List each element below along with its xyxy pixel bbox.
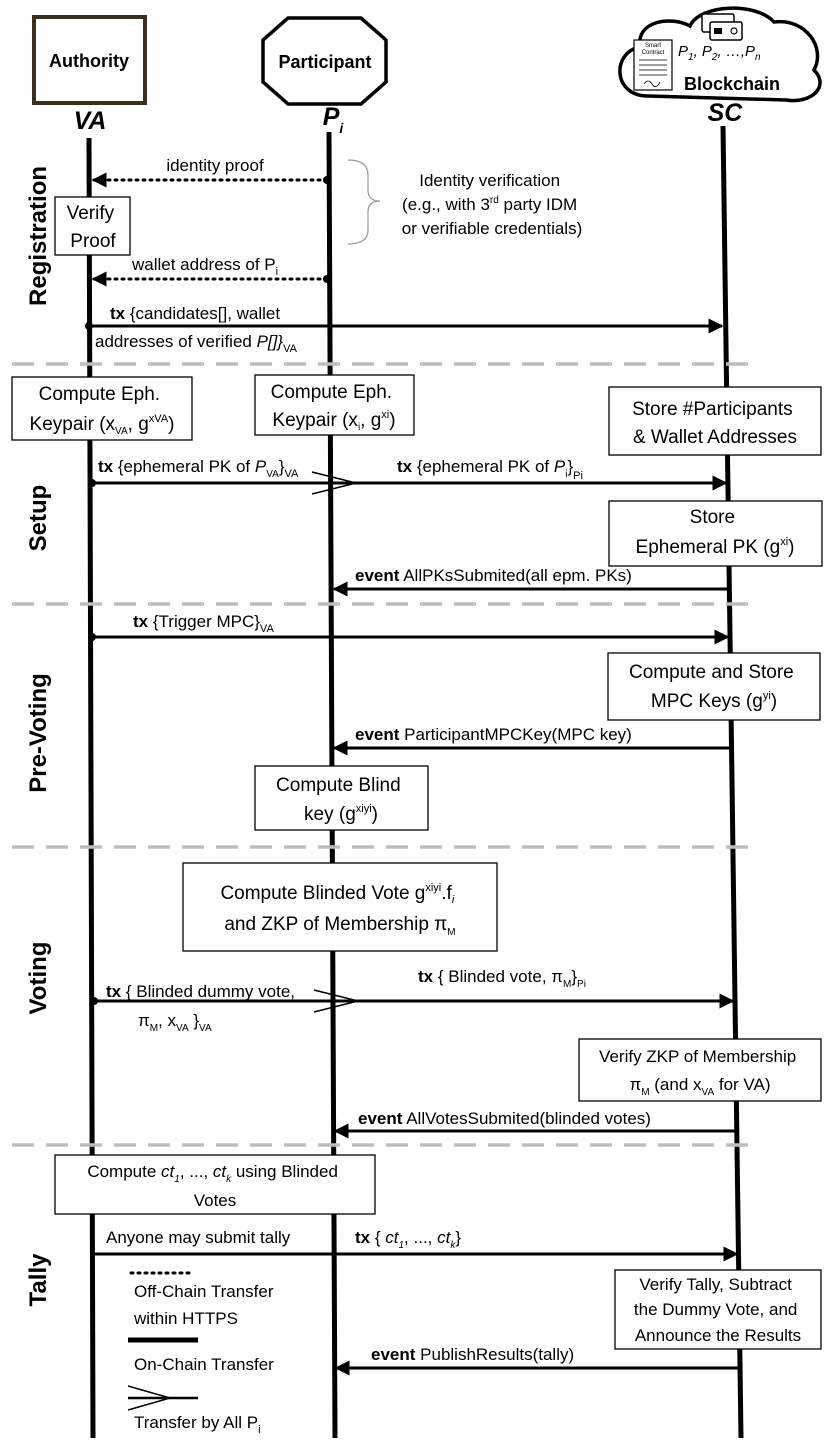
compute-ct-box <box>54 1154 376 1215</box>
va-keypair-text: Compute Eph. Keypair (xVA, gxVA) <box>30 384 175 437</box>
sc-symbol: SC <box>708 99 744 127</box>
phase-label-pre-voting: Pre-Voting <box>25 673 52 793</box>
verify-zkp-text: Verify ZKP of Membership πM (and xVA for… <box>599 1047 801 1098</box>
authority-actor: Authority VA <box>32 15 147 135</box>
publish-results-label: event PublishResults(tally) <box>371 1345 574 1364</box>
verify-proof-box <box>54 196 131 256</box>
authority-box <box>32 15 147 105</box>
tally-tx-label: tx { ct1, ..., ctk} <box>355 1228 461 1251</box>
phase-label-tally: Tally <box>25 1253 52 1307</box>
voting-phase: Compute Blinded Vote gxiyi.fi and ZKP of… <box>90 862 822 1139</box>
participant-keypair-text: Compute Eph. Keypair (xi, gxi) <box>271 382 398 433</box>
participant-keypair-box <box>254 374 415 436</box>
participant-actor: Participant Pi <box>261 16 388 136</box>
anyone-submit-label: Anyone may submit tally <box>106 1228 291 1247</box>
authority-label: Authority <box>49 51 129 71</box>
va-keypair-box <box>11 376 193 441</box>
pre-voting-phase: tx {Trigger MPC}VA Compute and Store MPC… <box>88 612 821 831</box>
transfer-by-all-marker <box>313 989 359 1013</box>
blinded-vote-text: Compute Blinded Vote gxiyi.fi and ZKP of… <box>220 882 459 938</box>
contract-icon: Smart Contract <box>633 39 673 91</box>
candidates-tx-line1: tx {candidates[], wallet <box>110 304 280 323</box>
participant-octagon <box>261 16 388 106</box>
mpc-keys-text: Compute and Store MPC Keys (gyi) <box>629 662 799 712</box>
blinded-vote-box <box>182 862 498 952</box>
dummy-vote-label: tx { Blinded dummy vote, πM, xVA }VA <box>106 982 300 1034</box>
candidates-tx-line2: addresses of verified P[]}VA <box>95 332 298 355</box>
mpc-key-event-label: event ParticipantMPCKey(MPC key) <box>355 725 632 744</box>
phase-label-voting: Voting <box>25 942 52 1015</box>
wallet-address-label: wallet address of Pi <box>131 255 278 278</box>
store-ephemeral-pk-box <box>608 500 823 567</box>
phase-label-setup: Setup <box>25 485 52 552</box>
verify-proof-text: Verify Proof <box>67 203 120 252</box>
va-ephemeral-pk-label: tx {ephemeral PK of PVA}VA <box>98 457 299 480</box>
compute-ct-text: Compute ct1, ..., ctk using Blinded Vote… <box>87 1162 342 1210</box>
wallet-icon <box>701 13 743 41</box>
phase-label-registration: Registration <box>25 166 52 306</box>
registration-phase: identity proof Identity verification (e.… <box>54 156 724 355</box>
verify-tally-text: Verify Tally, Subtract the Dummy Vote, a… <box>634 1275 802 1345</box>
svg-text:Smart: Smart <box>645 43 661 49</box>
legend-onchain-text: On-Chain Transfer <box>134 1355 274 1374</box>
blockchain-actor: Smart Contract P1, P2, …,Pn Blockchain S… <box>618 6 822 127</box>
va-lifeline <box>86 137 96 1439</box>
mpc-keys-box <box>607 652 821 721</box>
trigger-mpc-label: tx {Trigger MPC}VA <box>133 612 274 635</box>
blind-key-text: Compute Blind key (gxiyi) <box>276 775 406 825</box>
participant-symbol: Pi <box>323 103 345 136</box>
transfer-by-all-marker <box>311 471 357 495</box>
all-pks-event-label: event AllPKsSubmited(all epm. PKs) <box>355 566 632 585</box>
identity-verification-note: Identity verification (e.g., with 3rd pa… <box>402 171 582 238</box>
participants-list: P1, P2, …,Pn <box>678 43 761 63</box>
verification-brace <box>347 159 381 245</box>
tally-phase: Compute ct1, ..., ctk using Blinded Vote… <box>54 1154 822 1376</box>
identity-proof-label: identity proof <box>166 156 264 175</box>
legend-offchain-text: Off-Chain Transfer within HTTPS <box>133 1282 278 1328</box>
participant-vote-label: tx { Blinded vote, πM}Pi <box>418 967 586 990</box>
verify-zkp-box <box>578 1038 822 1102</box>
blockchain-label: Blockchain <box>684 74 780 94</box>
va-symbol: VA <box>74 107 107 135</box>
sc-lifeline <box>720 125 744 1439</box>
legend-by-all-text: Transfer by All Pi <box>134 1413 261 1436</box>
participant-ephemeral-pk-label: tx {ephemeral PK of Pi}Pi <box>397 457 583 482</box>
svg-text:Contract: Contract <box>642 50 665 56</box>
store-ephemeral-pk-text: Store Ephemeral PK (gxi) <box>636 507 795 558</box>
store-participants-text: Store #Participants & Wallet Addresses <box>632 399 798 448</box>
participant-label: Participant <box>278 52 371 72</box>
store-participants-box <box>608 386 822 456</box>
legend: Off-Chain Transfer within HTTPS On-Chain… <box>127 1271 278 1436</box>
legend-all-marker <box>127 1385 173 1411</box>
all-votes-event-label: event AllVotesSubmited(blinded votes) <box>358 1109 651 1128</box>
blind-key-box <box>254 765 429 831</box>
setup-phase: Compute Eph. Keypair (xVA, gxVA) Compute… <box>11 374 823 597</box>
verify-tally-box <box>614 1269 822 1350</box>
